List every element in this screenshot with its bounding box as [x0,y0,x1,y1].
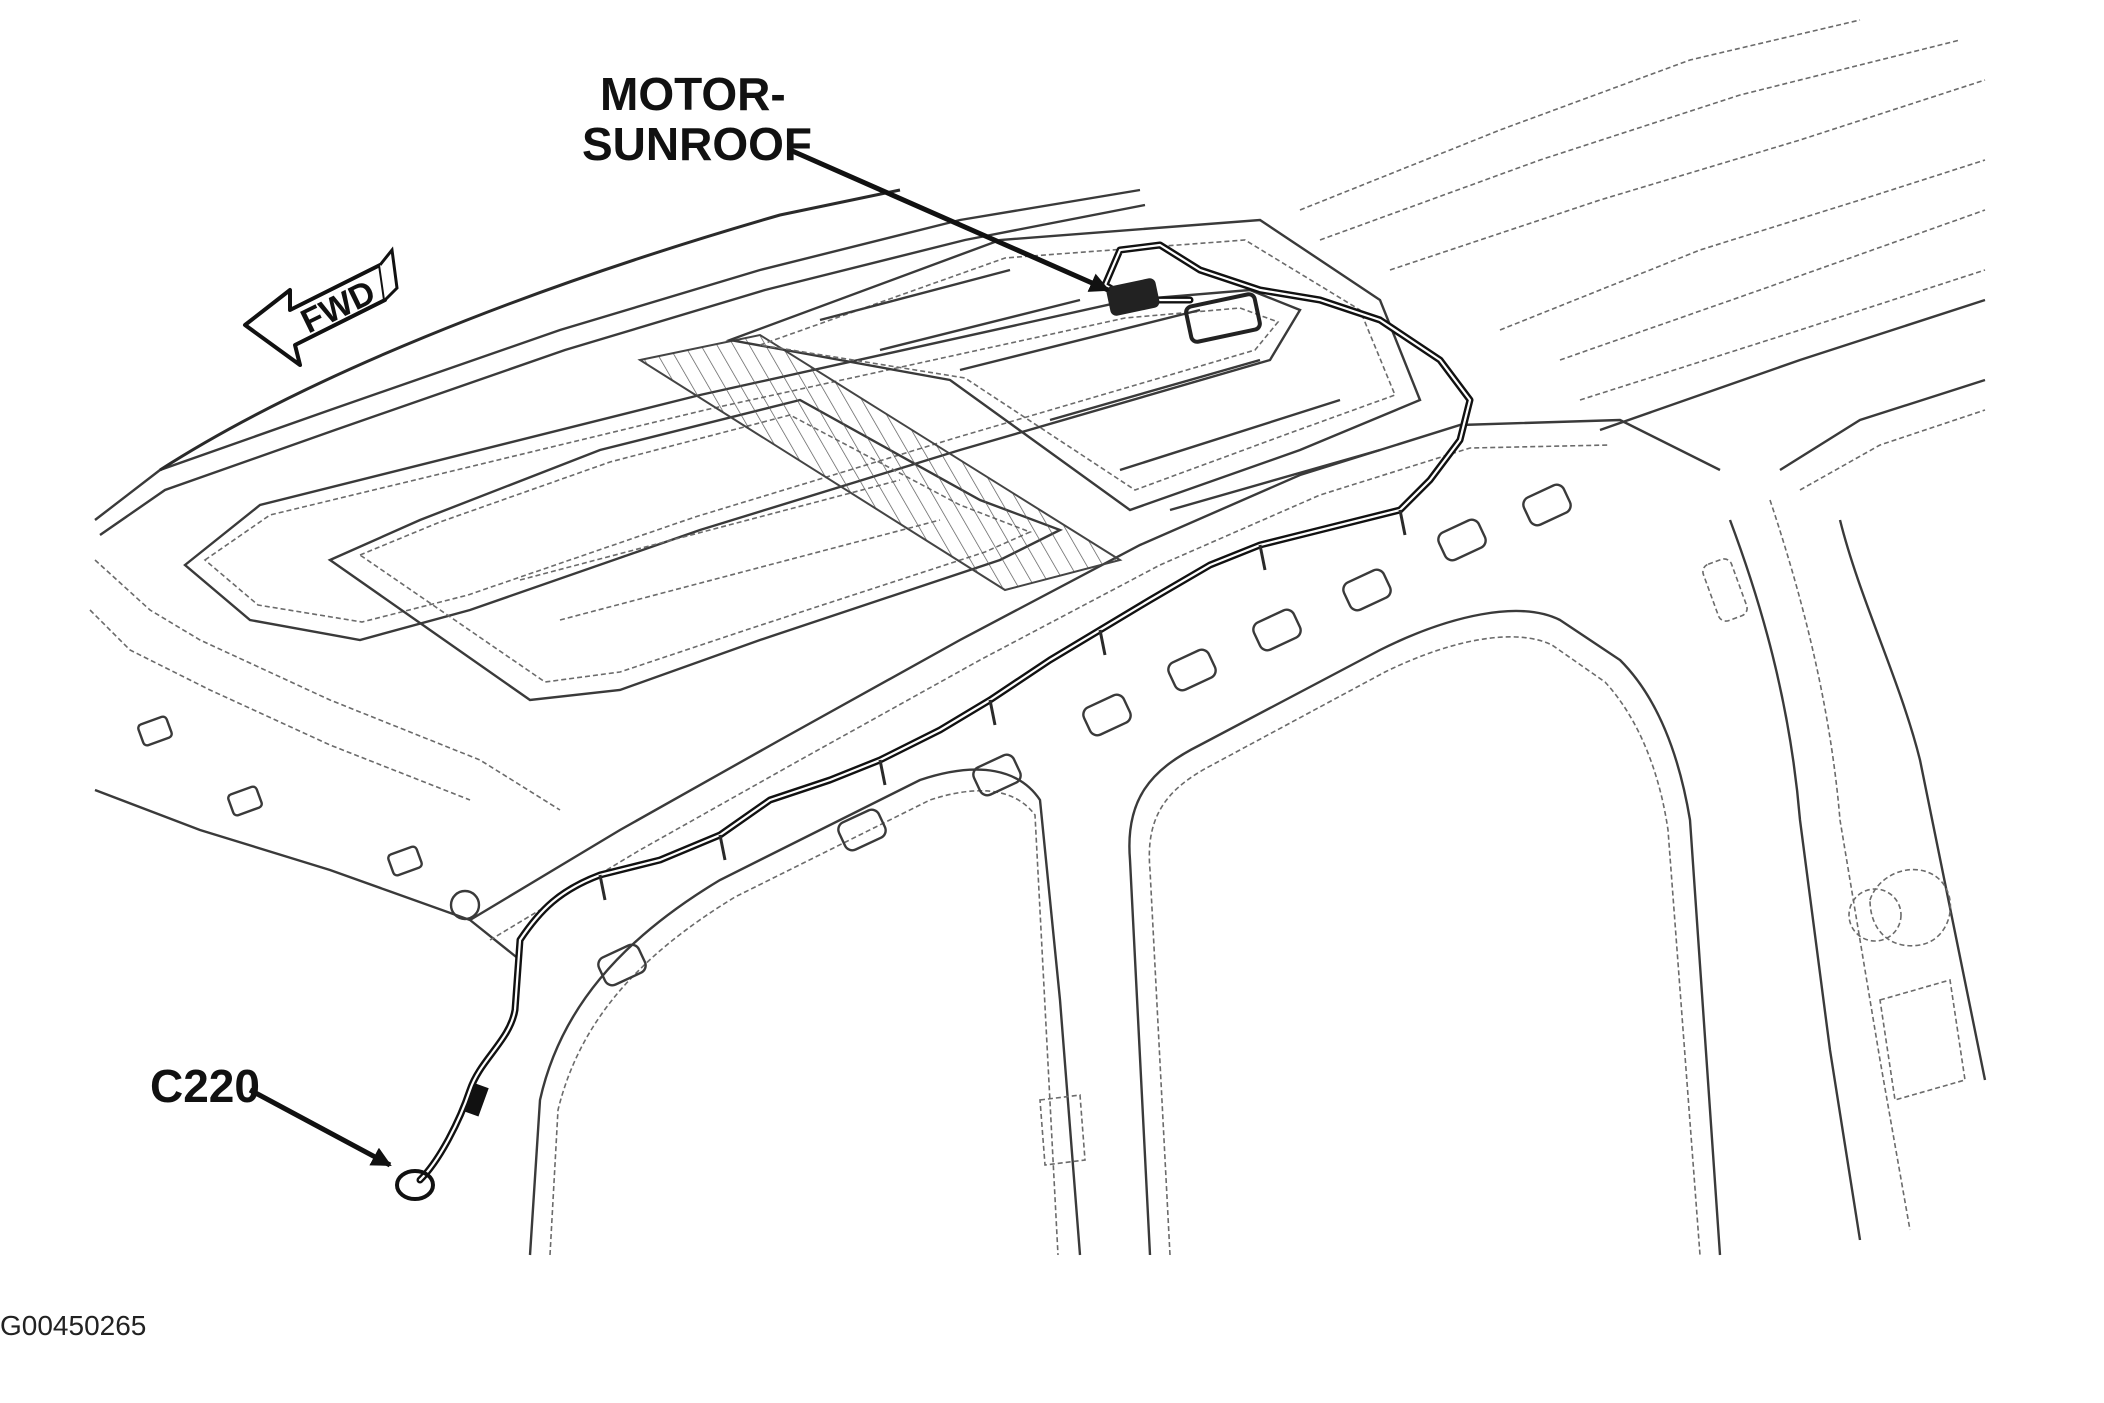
side-rail-holes [137,483,1902,987]
c220-connector [395,1083,489,1201]
callout-motor-sunroof: MOTOR- SUNROOF [582,68,1110,293]
sunroof-assembly [183,218,1422,702]
figure-id: G00450265 [0,1310,146,1341]
c220-leader [248,1087,392,1168]
fwd-label: FWD [295,273,381,341]
motor-sunroof-label-line1: MOTOR- [600,68,786,120]
callout-c220: C220 [150,1060,392,1168]
motor-sunroof-leader [788,147,1110,293]
motor-sunroof-label-line2: SUNROOF [582,118,812,170]
roof-body [89,19,1987,1256]
sunroof-motor [1106,278,1262,344]
forward-arrow-icon: FWD [243,246,399,367]
wiring-harness [416,241,1474,1184]
c220-label: C220 [150,1060,260,1112]
